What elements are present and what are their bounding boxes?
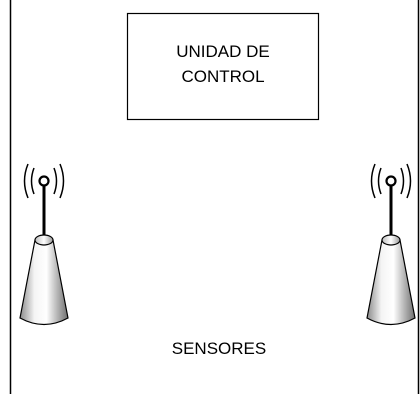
sensors-label: SENSORES <box>172 339 266 358</box>
sensor-right-icon <box>366 163 416 326</box>
control-unit-label-line1: UNIDAD DE <box>176 42 270 61</box>
control-unit-label-line2: CONTROL <box>181 67 264 86</box>
control-unit-box: UNIDAD DE CONTROL <box>126 12 320 121</box>
sensor-left-icon <box>19 163 69 326</box>
